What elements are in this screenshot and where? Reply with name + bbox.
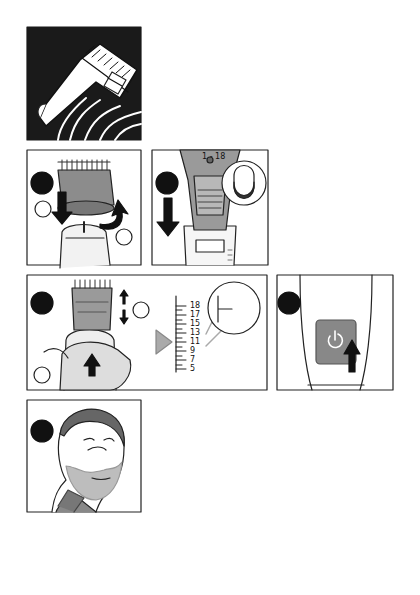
scale-number: 5	[190, 365, 195, 373]
scale-number: 17	[190, 311, 200, 319]
scale-number: 9	[190, 347, 195, 355]
comb-range: 1 - 18	[202, 153, 225, 161]
scale-number: 13	[190, 329, 200, 337]
scale-number: 15	[190, 320, 200, 328]
scale-number: 7	[190, 356, 195, 364]
scale-number: 11	[190, 338, 200, 346]
scale-number: 18	[190, 302, 200, 310]
